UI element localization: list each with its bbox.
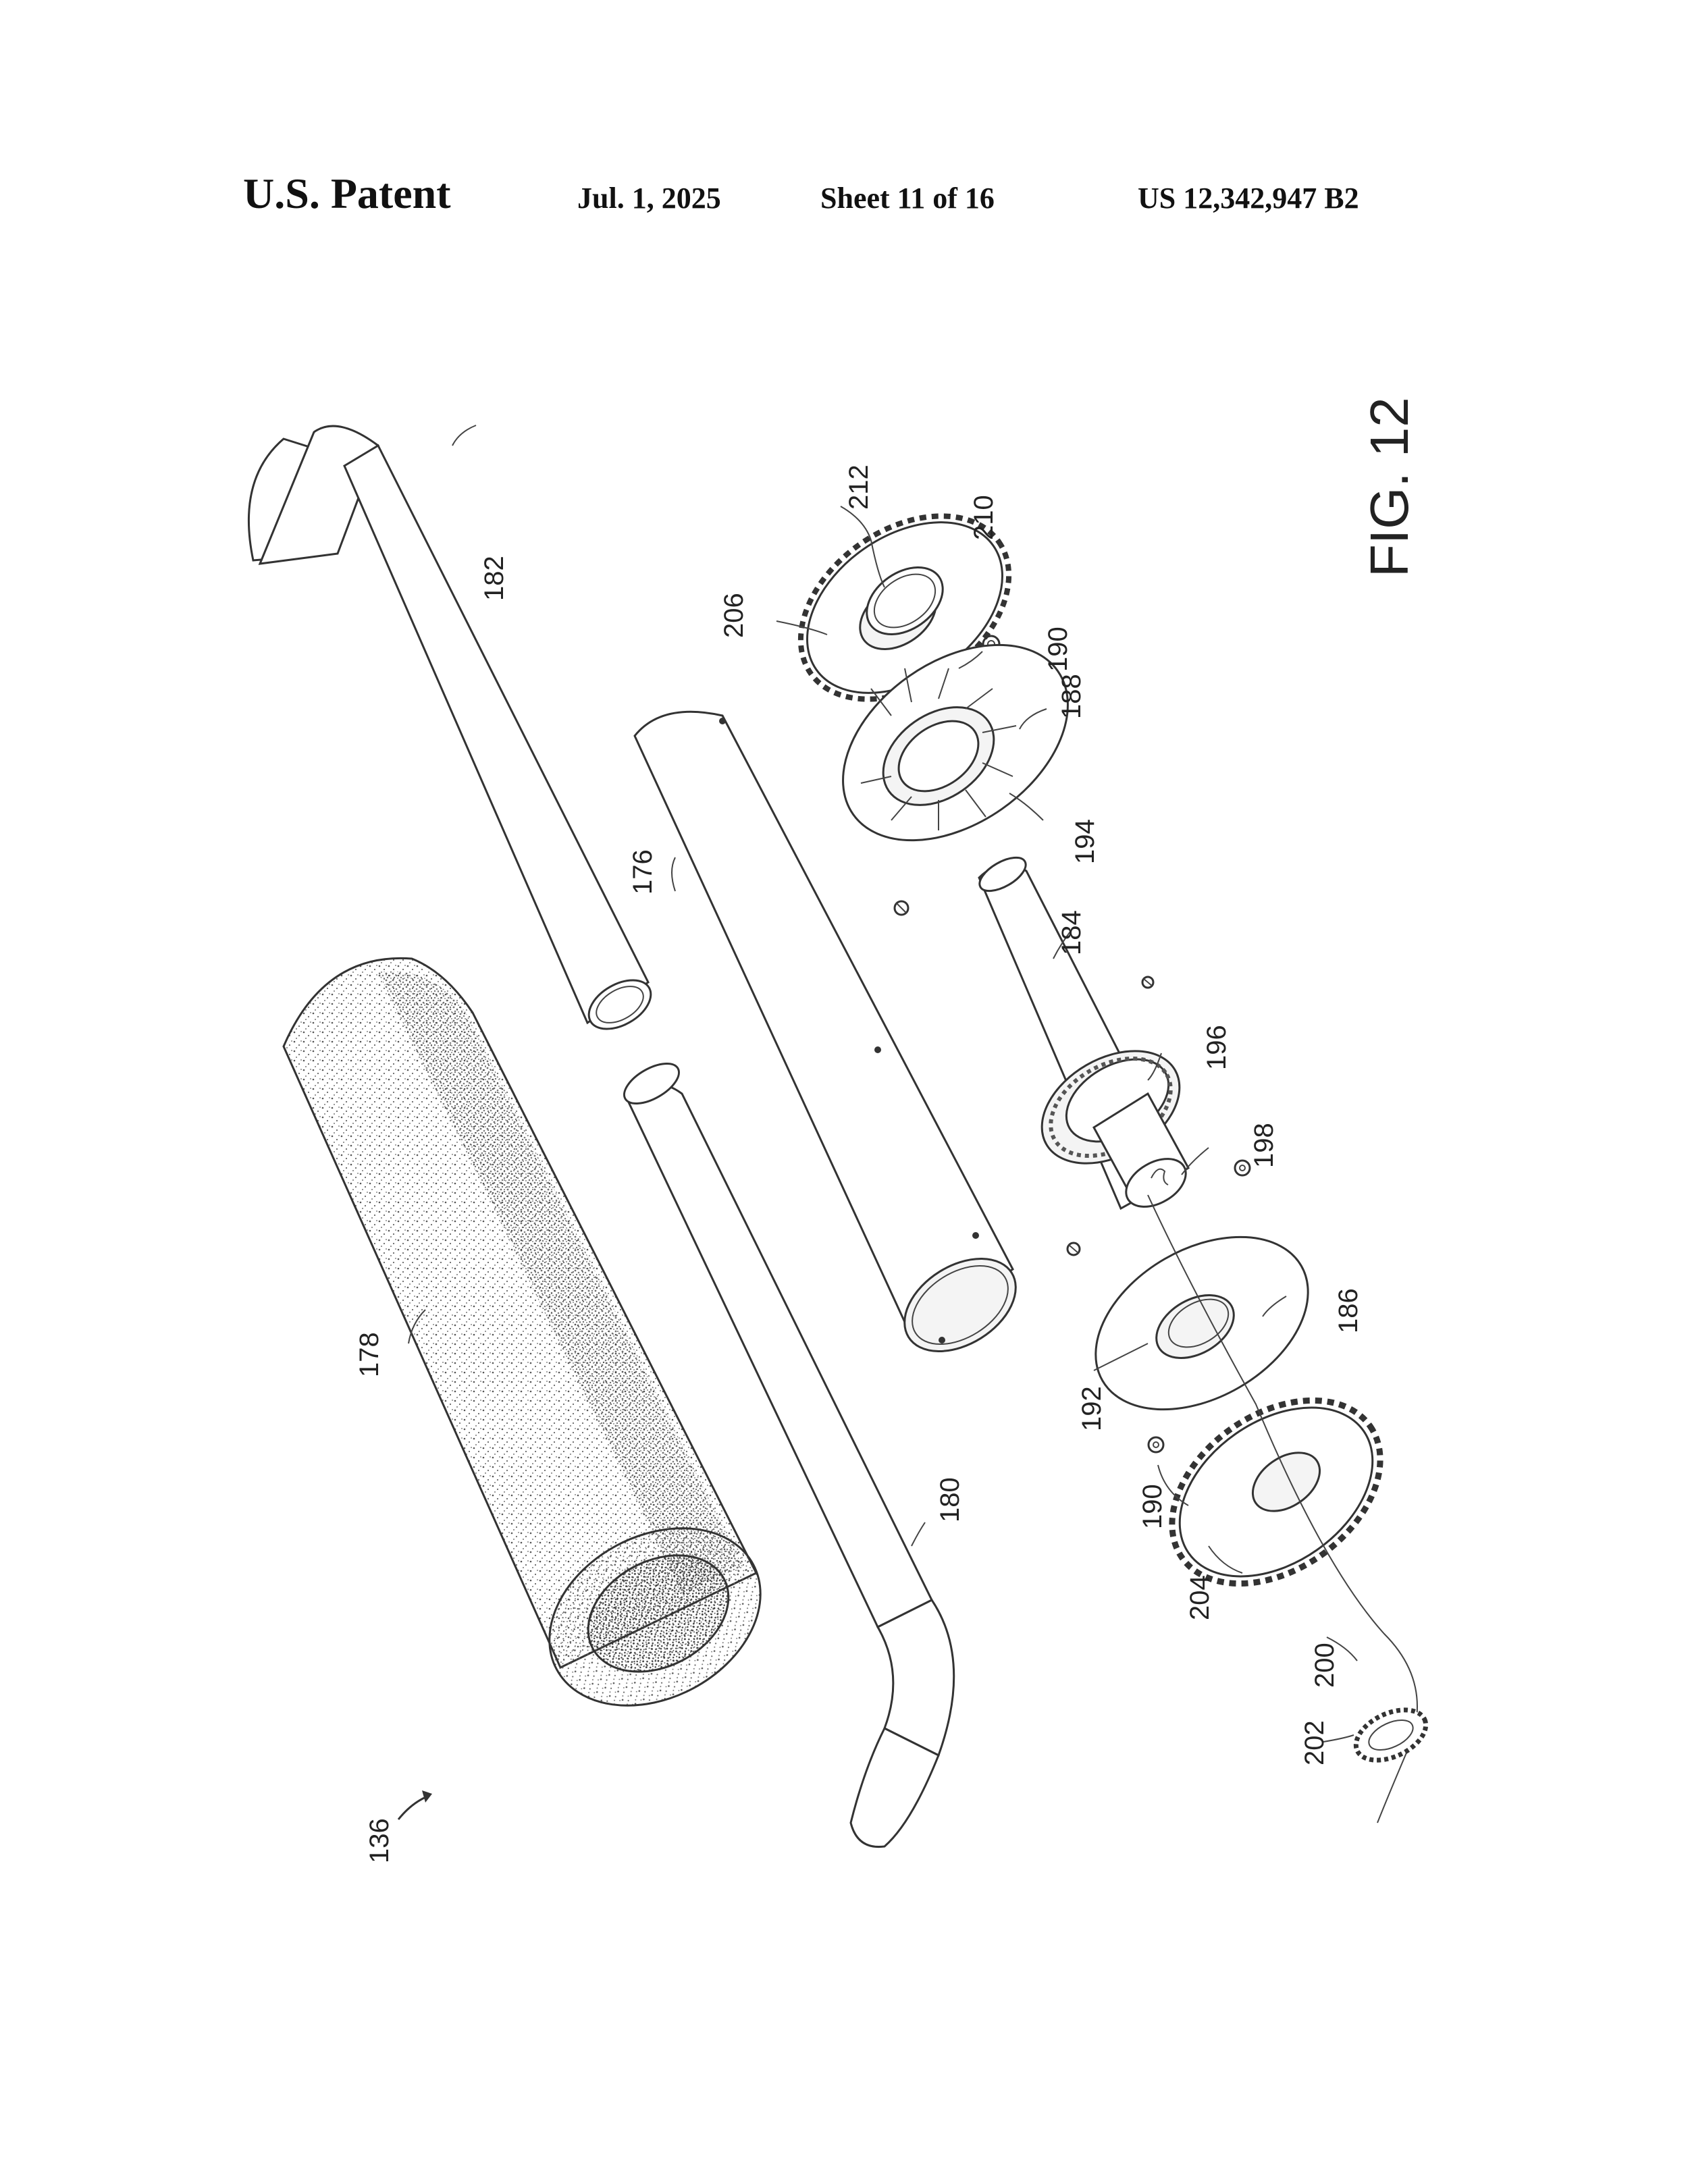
label-192: 192 [1077,1386,1107,1431]
page-header: U.S. Patent Jul. 1, 2025 Sheet 11 of 16 … [0,162,1688,236]
foam-tube-178 [282,957,762,1707]
label-186: 186 [1334,1288,1363,1333]
nut-right [1234,1159,1251,1177]
label-194: 194 [1070,819,1100,864]
label-176: 176 [628,849,658,895]
label-184: 184 [1057,910,1086,955]
gear-204 [1169,1397,1383,1587]
leader-lines [397,425,1358,1820]
header-sheet: Sheet 11 of 16 [820,182,995,215]
label-210: 210 [969,495,999,540]
label-202: 202 [1300,1720,1329,1765]
label-200: 200 [1310,1643,1340,1688]
reference-labels: 182 176 178 180 212 210 206 190 188 194 … [354,397,1419,1863]
screw-top-left [893,900,909,916]
tube-176 [633,710,1017,1353]
header-date: Jul. 1, 2025 [577,182,721,215]
tube-180 [623,1063,955,1848]
label-190-bottom: 190 [1138,1484,1167,1529]
nut-190-bottom [1147,1436,1165,1454]
label-198: 198 [1249,1123,1279,1168]
end-cap-198 [1092,1092,1190,1208]
header-patent-number: US 12,342,947 B2 [1138,182,1359,215]
label-136: 136 [365,1818,394,1863]
clip-202 [1353,1707,1429,1763]
screw-mid [1141,976,1155,989]
tube-182 [247,425,652,1030]
header-title: U.S. Patent [243,169,451,217]
label-182: 182 [479,556,509,601]
label-180: 180 [935,1477,965,1522]
star-plate-188 [842,643,1069,842]
label-206: 206 [719,593,749,638]
label-178: 178 [354,1332,384,1377]
label-196: 196 [1202,1025,1232,1070]
figure-label: FIG. 12 [1359,397,1419,577]
label-188: 188 [1057,674,1086,719]
label-212: 212 [844,464,874,510]
washer-186 [1094,1235,1309,1411]
label-190-top: 190 [1043,627,1073,672]
screw-lower [1066,1242,1081,1256]
label-204: 204 [1185,1575,1215,1620]
